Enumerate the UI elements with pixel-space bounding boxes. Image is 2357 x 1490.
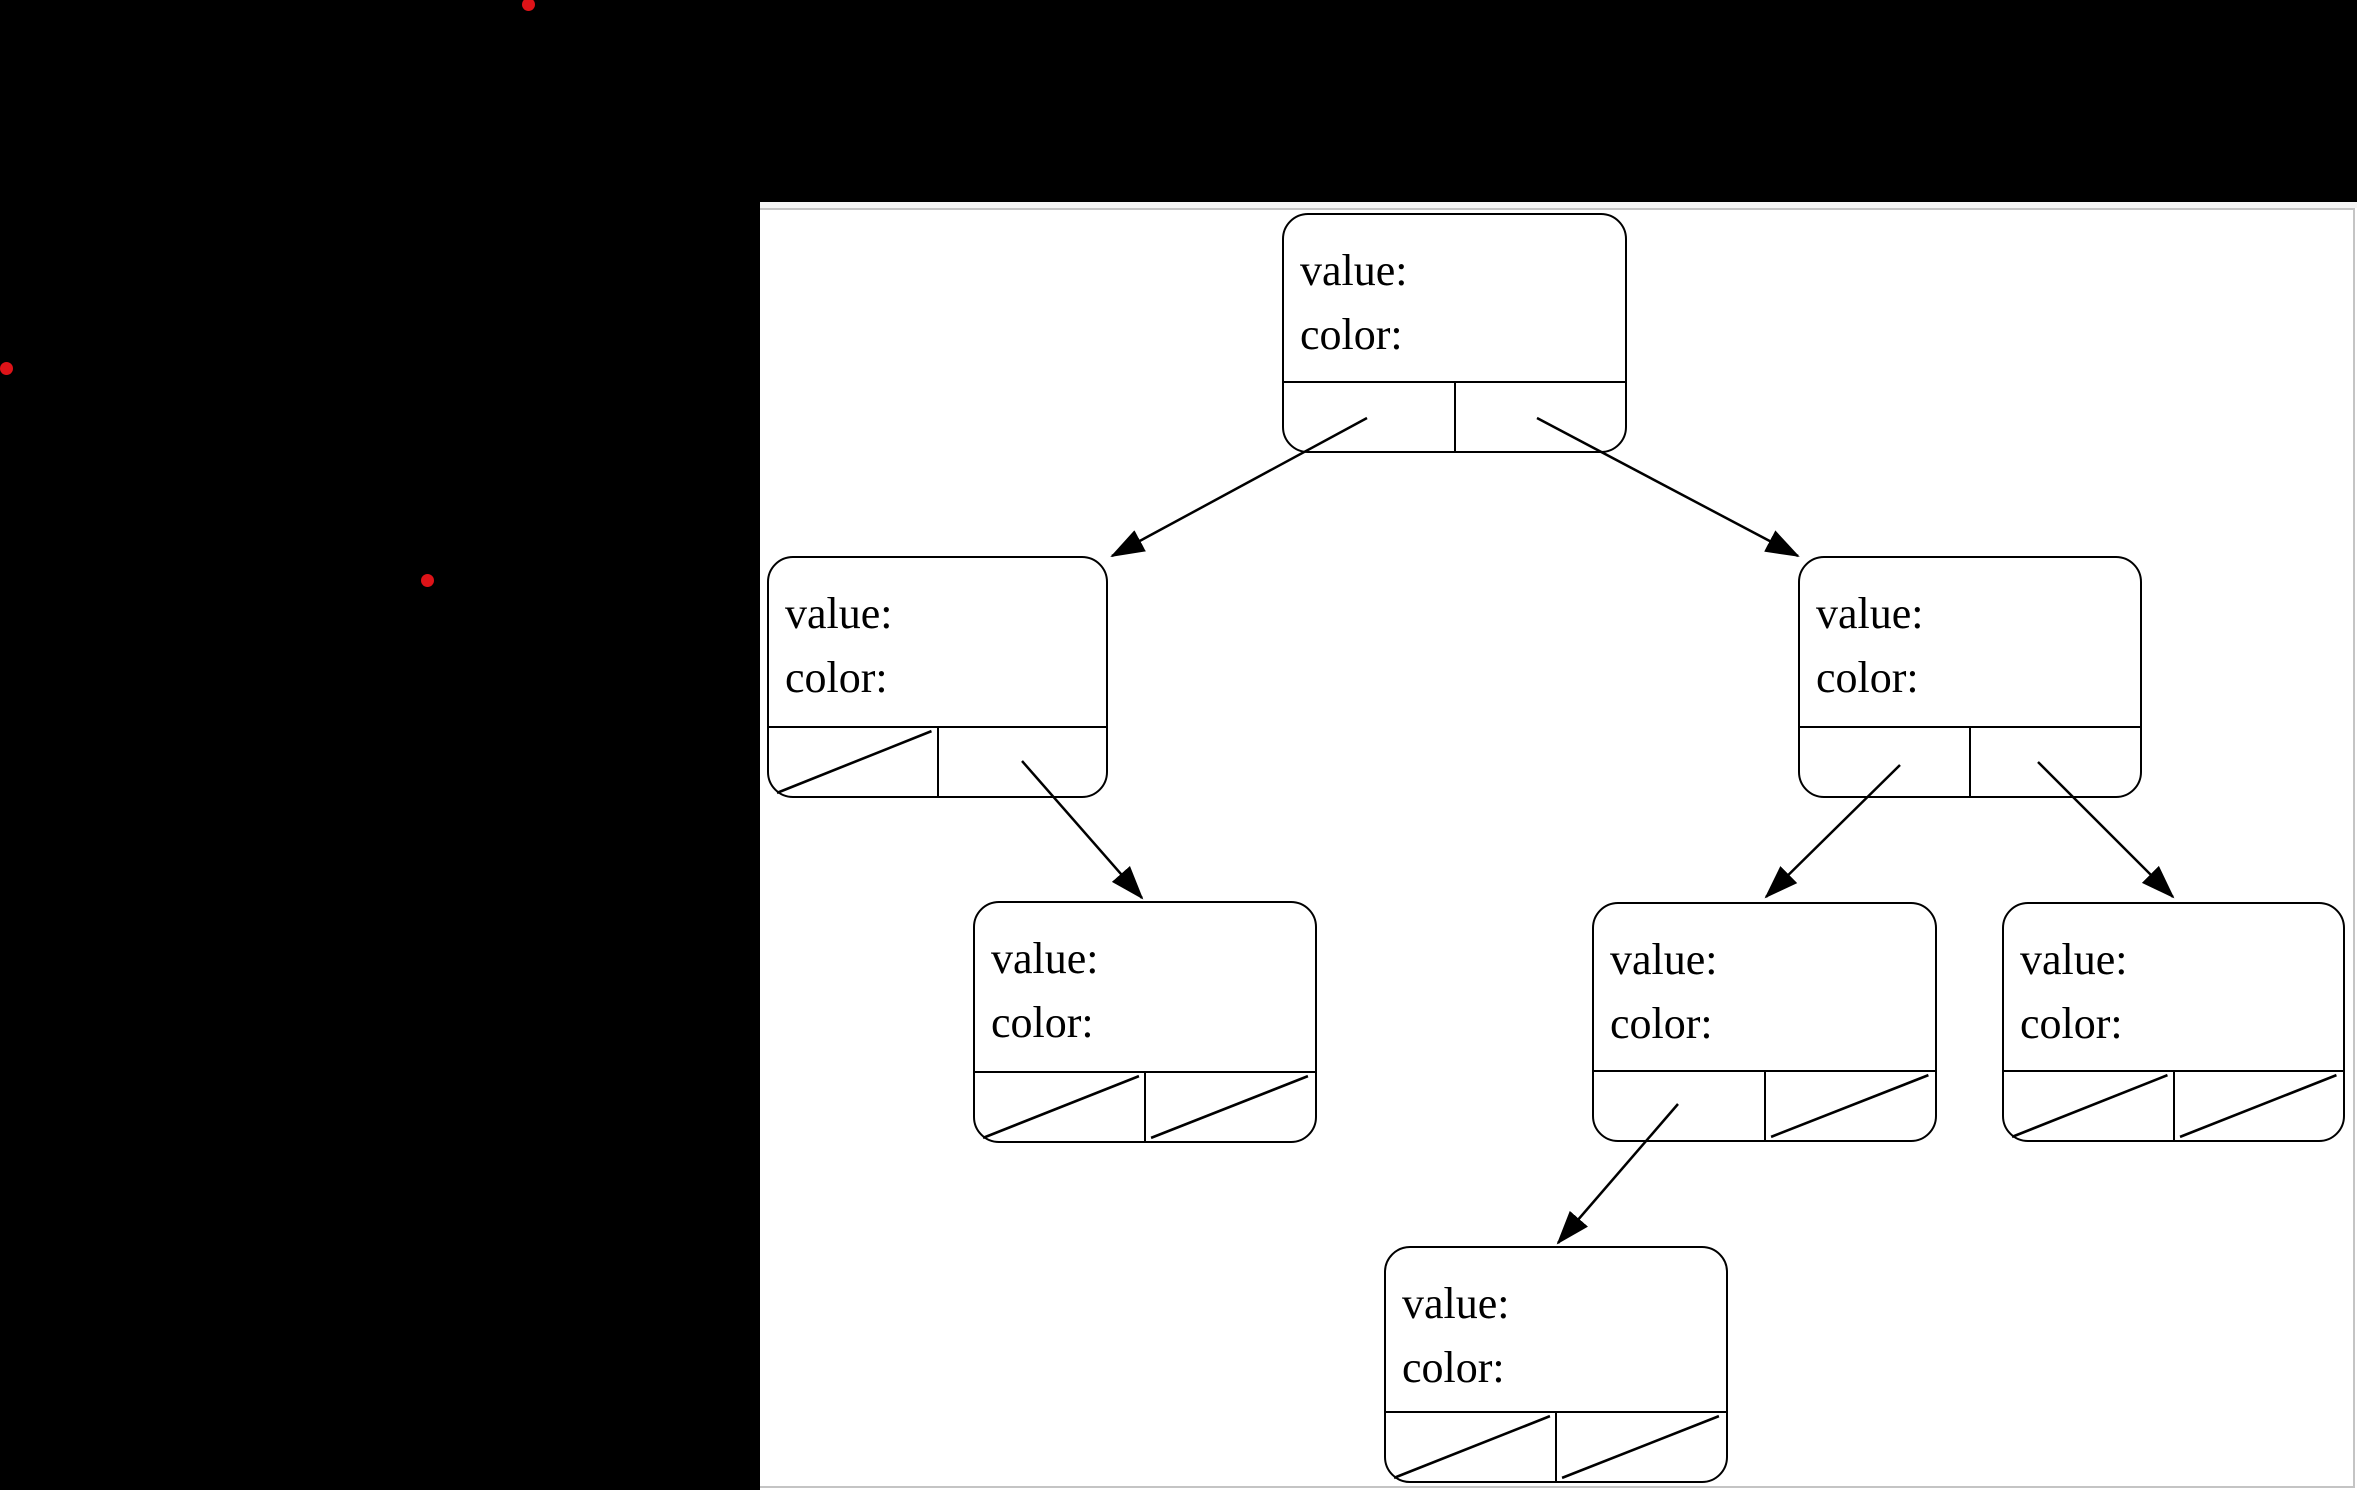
pointer-cells: [1800, 726, 2140, 796]
right-pointer-cell: [1557, 1413, 1726, 1481]
pointer-cells: [1594, 1070, 1935, 1140]
color-label: color:: [1300, 310, 1403, 359]
left-pointer-cell: [2004, 1072, 2175, 1140]
null-slash-icon: [982, 1074, 1140, 1140]
left-pointer-cell: [769, 728, 939, 796]
color-label: color:: [991, 998, 1094, 1047]
red-laser-dot: [522, 0, 535, 11]
node-body: value: color:: [769, 558, 1106, 726]
null-slash-icon: [776, 729, 932, 795]
pointer-cells: [2004, 1070, 2343, 1140]
null-slash-icon: [1150, 1074, 1309, 1140]
node-body: value: color:: [975, 903, 1315, 1071]
tree-node-right-right-grandchild: value: color:: [2002, 902, 2345, 1142]
value-label: value:: [1816, 589, 1924, 638]
node-body: value: color:: [1800, 558, 2140, 726]
value-label: value:: [1610, 935, 1718, 984]
node-body: value: color:: [1594, 904, 1935, 1070]
value-label: value:: [991, 934, 1099, 983]
tree-node-left-child: value: color:: [767, 556, 1108, 798]
right-pointer-cell: [939, 728, 1107, 796]
left-pointer-cell: [1594, 1072, 1766, 1140]
tree-node-left-right-grandchild: value: color:: [973, 901, 1317, 1143]
right-pointer-cell: [2175, 1072, 2344, 1140]
color-label: color:: [2020, 999, 2123, 1048]
null-slash-icon: [1561, 1414, 1720, 1480]
node-body: value: color:: [1284, 215, 1625, 381]
right-pointer-cell: [1766, 1072, 1936, 1140]
value-label: value:: [785, 589, 893, 638]
pointer-cells: [769, 726, 1106, 796]
pointer-cells: [1386, 1411, 1726, 1481]
tree-node-right-child: value: color:: [1798, 556, 2142, 798]
node-body: value: color:: [1386, 1248, 1726, 1411]
right-pointer-cell: [1146, 1073, 1315, 1141]
panel-top-strip: [760, 202, 2357, 208]
node-body: value: color:: [2004, 904, 2343, 1070]
pointer-cells: [1284, 381, 1625, 451]
null-slash-icon: [2179, 1073, 2337, 1139]
null-slash-icon: [1770, 1073, 1929, 1139]
left-pointer-cell: [1386, 1413, 1557, 1481]
right-pointer-cell: [1456, 383, 1626, 451]
left-pointer-cell: [1800, 728, 1971, 796]
color-label: color:: [1816, 653, 1919, 702]
color-label: color:: [1402, 1343, 1505, 1392]
color-label: color:: [1610, 999, 1713, 1048]
pointer-cells: [975, 1071, 1315, 1141]
value-label: value:: [2020, 935, 2128, 984]
right-pointer-cell: [1971, 728, 2140, 796]
null-slash-icon: [1393, 1414, 1551, 1480]
red-laser-dot: [0, 362, 13, 375]
tree-node-bottom: value: color:: [1384, 1246, 1728, 1483]
value-label: value:: [1402, 1279, 1510, 1328]
left-pointer-cell: [1284, 383, 1456, 451]
panel-border: [760, 208, 2355, 1488]
color-label: color:: [785, 653, 888, 702]
null-slash-icon: [2011, 1073, 2168, 1139]
tree-node-right-left-grandchild: value: color:: [1592, 902, 1937, 1142]
left-pointer-cell: [975, 1073, 1146, 1141]
tree-node-root: value: color:: [1282, 213, 1627, 453]
red-laser-dot: [421, 574, 434, 587]
value-label: value:: [1300, 246, 1408, 295]
